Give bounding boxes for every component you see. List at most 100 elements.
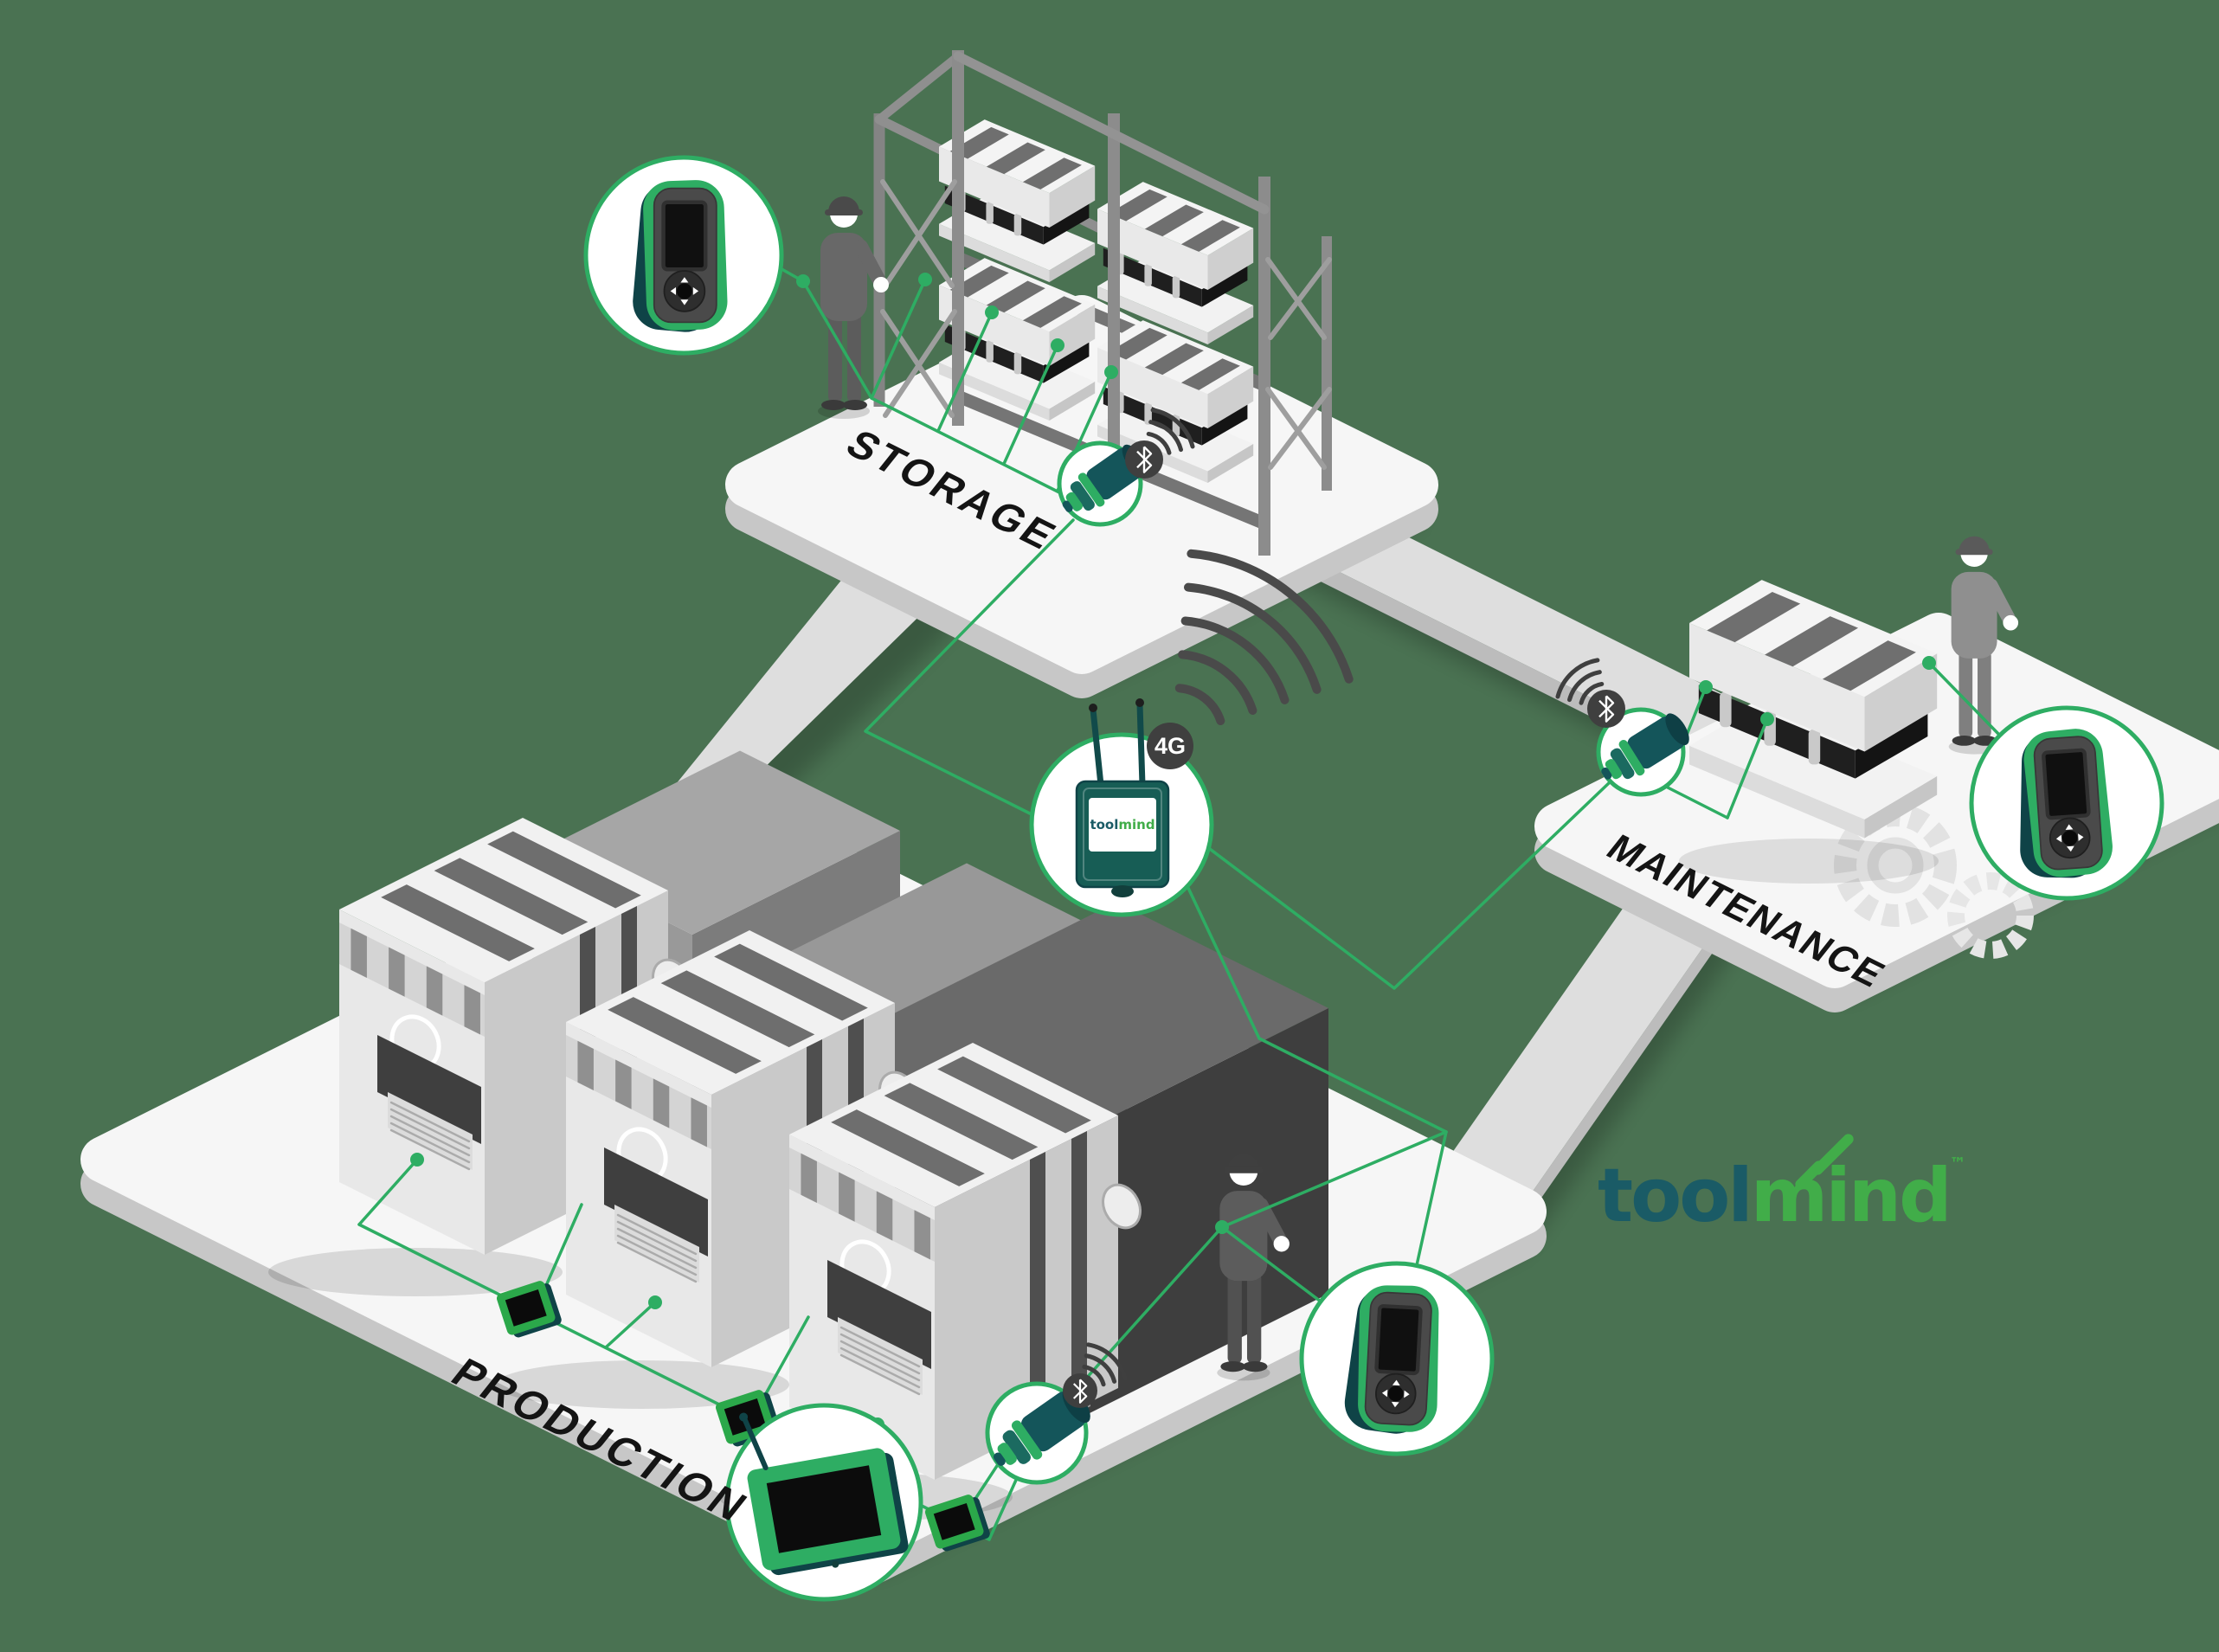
gateway-connector [1111, 885, 1134, 897]
connection-line [1220, 1225, 1322, 1303]
sensor-tip [1605, 759, 1623, 780]
connection-node [1051, 338, 1064, 352]
mold-rib [949, 265, 1009, 298]
machine-tray-stripe [389, 1101, 471, 1143]
connection-node [1760, 712, 1774, 726]
gateway-4g: toolmind [1075, 698, 1170, 897]
production-handheld-circle [1299, 1261, 1495, 1456]
mold-pin [1808, 729, 1821, 765]
machine-tablet [924, 1495, 990, 1552]
bluetooth-signal-arc [1146, 431, 1172, 455]
maintenance-sensor-circle [1596, 707, 1689, 797]
walkway-side [1520, 911, 1728, 1229]
machine-top-rib [608, 997, 762, 1074]
hard-hat-icon [1227, 1154, 1260, 1170]
mold-top-right [1207, 228, 1254, 291]
worker-arm [853, 239, 886, 287]
worker-hand [873, 277, 889, 292]
mold-rib [1822, 640, 1916, 691]
handheld-dpad-center [2061, 830, 2078, 846]
gateway-box-outline [1083, 787, 1162, 881]
mold-bottom-front [1689, 745, 1865, 839]
machine-rib [577, 1040, 594, 1090]
hard-hat-brim [1224, 1167, 1264, 1173]
mold-bottom-right [1049, 381, 1096, 421]
worker-arm [1984, 578, 2016, 626]
walkway-maintenance-production [1440, 871, 1728, 1210]
mold-pin [986, 202, 994, 224]
wifi-signal-icon [1183, 582, 1322, 694]
mold-pin [986, 340, 994, 363]
sensor-nozzle [1601, 767, 1612, 780]
mold-pin [1144, 264, 1152, 286]
injection-mold [1689, 580, 1938, 839]
gear-icon [1867, 837, 1924, 894]
connection-line [1927, 661, 2002, 737]
injection-mold [939, 258, 1096, 421]
mold-bottom-right [1049, 242, 1096, 282]
mold-bottom-right [1207, 443, 1254, 483]
sensor-ring [1011, 1420, 1043, 1460]
dpad-right-icon [692, 286, 699, 295]
antenna [1090, 706, 1104, 788]
bluetooth-signal-arc [1148, 420, 1183, 453]
mold-top-right [1864, 653, 1938, 752]
machine-rib [839, 1172, 855, 1222]
sensor-end [1665, 713, 1689, 746]
mold-rib [1180, 358, 1240, 390]
mold-gap-side [1043, 340, 1090, 383]
handheld-reader [633, 180, 728, 332]
connection-node [918, 273, 932, 286]
machine-top-rib [434, 858, 589, 935]
worker-leg [847, 312, 861, 402]
mold-bottom-right [1864, 775, 1938, 839]
mold-top-right [1207, 366, 1254, 429]
machine-tray-stripe [839, 1353, 921, 1396]
mold-rib [1022, 296, 1082, 328]
machine-rib [464, 985, 480, 1035]
handheld-screen [2042, 748, 2091, 820]
4g-badge: 4G [1147, 723, 1193, 769]
bluetooth-signal-arc [1579, 681, 1605, 705]
mold-gap-side [1043, 202, 1090, 245]
worker-torso [820, 233, 867, 321]
rack-post [952, 50, 964, 426]
machine-top-rib [487, 831, 641, 909]
gateway-circle: toolmind [1029, 698, 1214, 917]
dpad-down-icon [2066, 845, 2074, 852]
bluetooth-icon [1063, 1373, 1097, 1408]
machine-tray-stripe [839, 1326, 921, 1368]
machine-rib [653, 1078, 670, 1128]
connection-line [936, 311, 994, 433]
bluetooth-signal-arc [1150, 408, 1195, 449]
dpad-left-icon [1381, 1389, 1388, 1398]
worker-hand [2003, 614, 2019, 631]
worker-shoe [843, 400, 867, 410]
connection-line [762, 1315, 810, 1398]
sensor-tip [997, 1443, 1017, 1465]
handheld-reader [2020, 729, 2113, 878]
machine-mouth [827, 1260, 931, 1369]
handheld-dpad-center [1387, 1385, 1404, 1402]
machine-rib [801, 1153, 817, 1203]
mold-pin [1144, 402, 1152, 425]
mold-top-right [1049, 165, 1096, 228]
walkways [554, 512, 1746, 1229]
rack-brace [1265, 387, 1327, 470]
shopfloor-monitor [739, 1412, 909, 1576]
connection-node [1699, 680, 1713, 694]
dpad-left-icon [670, 286, 676, 295]
connection-line [870, 396, 1063, 495]
rack-brace [1268, 387, 1332, 470]
connection-node [985, 305, 999, 319]
bluetooth-signal-arc [1084, 1353, 1117, 1384]
machine-top-rib [660, 970, 815, 1048]
rack-post [873, 113, 885, 407]
machine-top-rib [714, 943, 868, 1021]
mold-rib [1180, 220, 1240, 252]
connection-node [648, 1295, 662, 1309]
monitor-antenna-tip [739, 1412, 749, 1422]
dpad-right-icon [2078, 833, 2084, 842]
connection-line [1208, 780, 1612, 990]
